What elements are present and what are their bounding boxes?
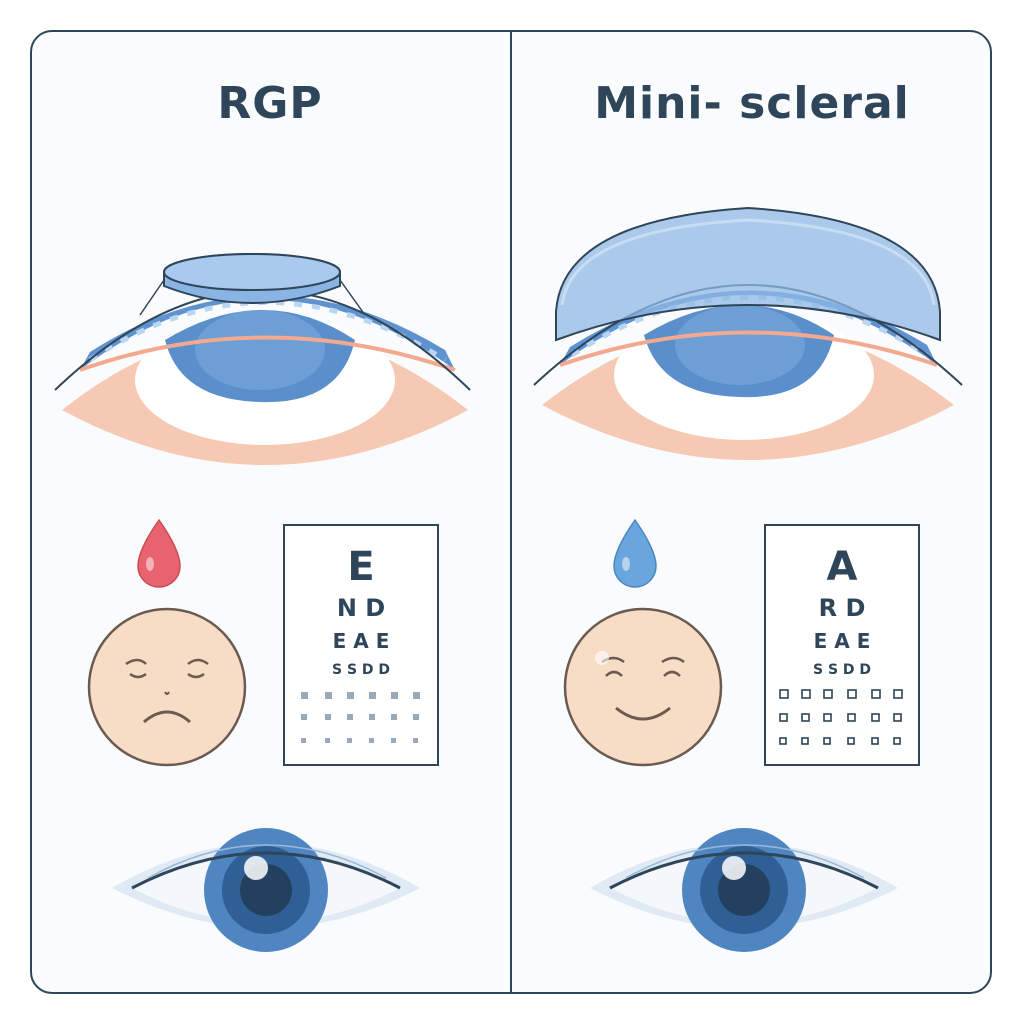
chart-line-2: N D (337, 594, 385, 622)
rgp-lens-on-eye-illustration (54, 253, 471, 465)
mini-scleral-title: Mini- scleral (594, 78, 910, 129)
chart-line-4: S S D D (813, 662, 871, 678)
rgp-title: RGP (217, 78, 323, 129)
chart-line-3: E A E (333, 629, 390, 653)
rgp-eye-chart: E N D E A E S S D D (283, 524, 439, 766)
chart-line-4: S S D D (332, 662, 390, 678)
rgp-tear-drop-icon (137, 518, 181, 588)
mini-scleral-lens-on-eye-illustration (533, 206, 963, 460)
chart-line-2: R D (819, 594, 866, 622)
panel-divider (510, 30, 512, 994)
chart-small-rows (779, 689, 903, 745)
mini-scleral-tear-drop-icon (613, 518, 657, 588)
mini-scleral-eye-chart: A R D E A E S S D D (764, 524, 920, 766)
chart-line-3: E A E (814, 629, 871, 653)
chart-small-rows (301, 692, 420, 743)
rgp-tear-film (80, 295, 455, 370)
rgp-eye-icon (112, 828, 420, 952)
mini-scleral-contact-lens (555, 206, 941, 342)
chart-line-1: E (347, 544, 374, 590)
chart-line-1: A (827, 544, 858, 590)
mini-scleral-happy-face-icon (563, 607, 723, 767)
mini-scleral-eye-icon (590, 828, 898, 952)
rgp-sad-face-icon (87, 607, 247, 767)
